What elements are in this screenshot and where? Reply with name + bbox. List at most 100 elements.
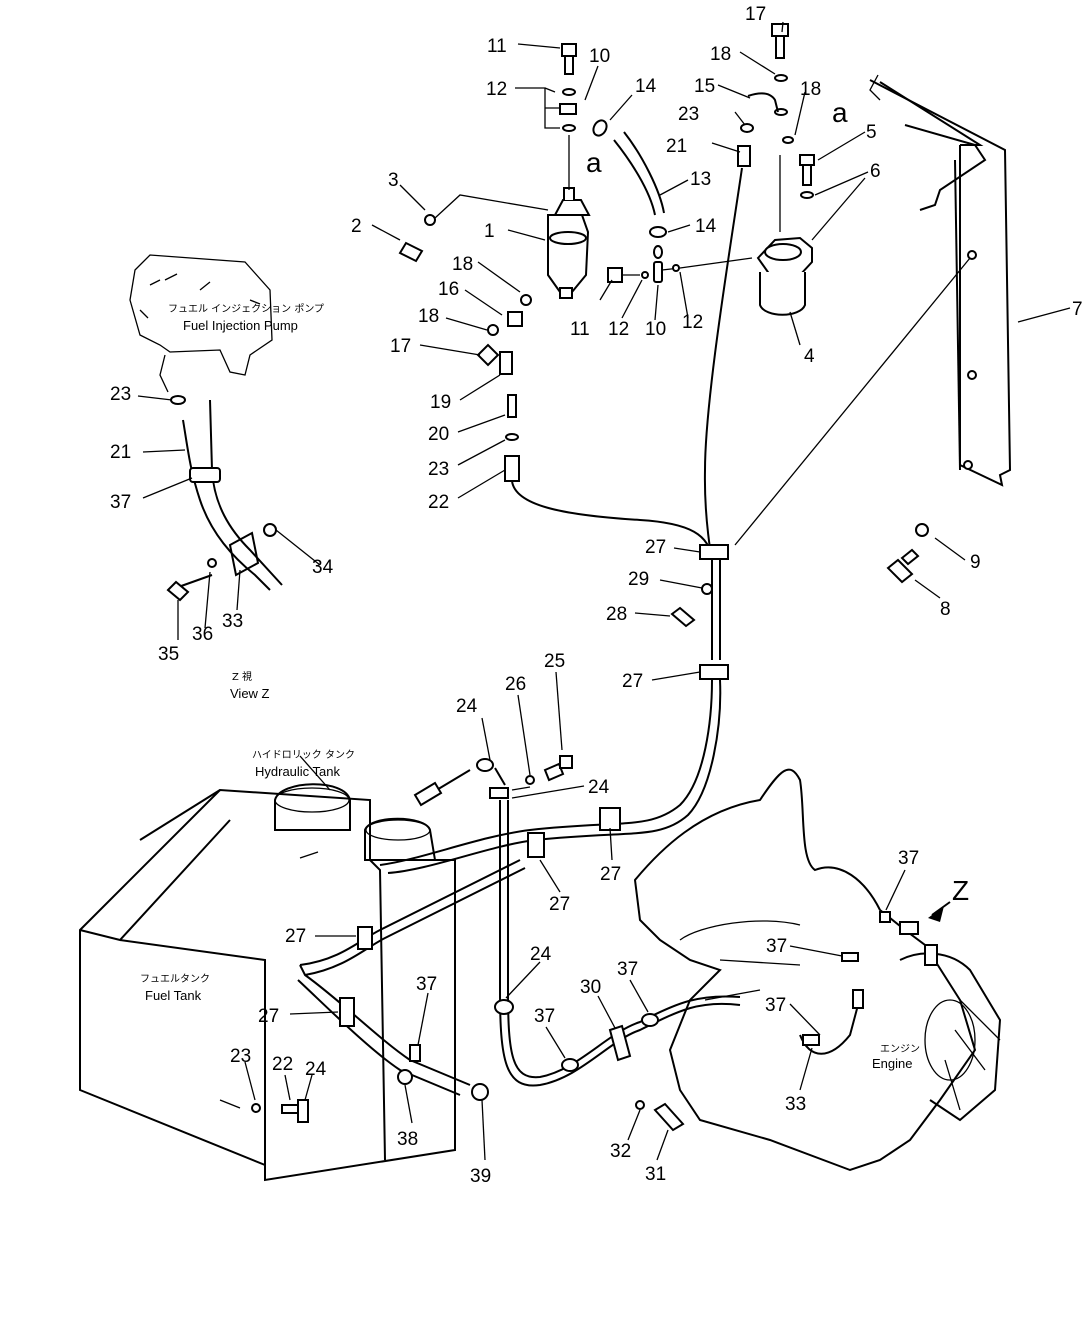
fuel-tank [79,788,456,1182]
part-number-16: 16 [438,279,459,300]
part-number-4: 4 [804,346,815,367]
tank-lines [219,859,526,1123]
part-number-1: 1 [484,221,495,242]
main-fuel-line [379,167,971,874]
part-number-20: 20 [428,424,449,445]
bolt-8-washer-9 [886,523,929,584]
part-number-26: 26 [505,674,526,695]
part-number-23: 23 [230,1046,251,1067]
part-number-14: 14 [635,76,657,97]
part-number-24: 24 [588,777,610,798]
engine-label: Engine [872,1056,912,1071]
fuel-tank-label: Fuel Tank [145,988,202,1003]
part-number-21: 21 [110,442,131,463]
part-number-19: 19 [430,392,451,413]
engine [633,768,1002,1172]
fitting-10-11-12 [607,257,753,283]
part-number-33: 33 [222,611,243,632]
part-number-27: 27 [285,926,306,947]
part-number-31: 31 [645,1164,666,1185]
hydraulic-tank [274,783,437,861]
marker-a: a [832,97,848,128]
part-number-14: 14 [695,216,717,237]
part-number-27: 27 [258,1006,279,1027]
part-number-6: 6 [870,161,881,182]
part-number-37: 37 [416,974,437,995]
part-number-18: 18 [710,44,731,65]
part-number-12: 12 [682,312,703,333]
fuel-tank-label-jp: フュエルタンク [140,973,210,985]
bolts-misc [166,214,685,1132]
part-number-37: 37 [534,1006,555,1027]
fuel-filter-1-bolt-parts [559,43,608,190]
part-number-23: 23 [428,459,449,480]
hydraulic-tank-label-jp: ハイドロリック タンク [252,749,355,761]
part-number-32: 32 [610,1141,631,1162]
part-number-35: 35 [158,644,179,665]
fuel-filter-4 [737,23,813,316]
line-to-filter-1 [434,194,549,219]
part-number-23: 23 [678,104,699,125]
part-number-29: 29 [628,569,649,590]
part-number-23: 23 [110,384,131,405]
part-number-15: 15 [694,76,715,97]
part-number-37: 37 [110,492,131,513]
part-number-27: 27 [622,671,643,692]
bracket-7 [869,74,1012,487]
part-number-12: 12 [486,79,507,100]
part-number-37: 37 [617,959,638,980]
part-number-9: 9 [970,552,981,573]
component-labels: フュエル インジェクション ポンプ Fuel Injection Pump Z … [140,303,920,1071]
part-number-5: 5 [866,122,877,143]
part-number-38: 38 [397,1129,418,1150]
hydraulic-tank-label: Hydraulic Tank [255,764,341,779]
part-number-8: 8 [940,599,951,620]
part-number-27: 27 [549,894,570,915]
part-number-25: 25 [544,651,565,672]
part-number-11: 11 [570,319,590,340]
part-numbers: 11 12 10 14 13 14 1 3 2 18 16 18 17 19 2… [110,4,1083,1187]
part-number-24: 24 [456,696,478,717]
part-number-24: 24 [305,1059,327,1080]
part-number-27: 27 [645,537,666,558]
view-z-fuel-lines [169,395,283,591]
fuel-filter-1 [547,187,591,299]
part-number-17: 17 [390,336,411,357]
part-number-12: 12 [608,319,629,340]
hydraulic-pipe [413,755,741,1087]
part-number-3: 3 [388,170,399,191]
part-number-34: 34 [312,557,334,578]
part-number-39: 39 [470,1166,491,1187]
part-number-28: 28 [606,604,627,625]
engine-label-jp: エンジン [880,1044,920,1055]
part-number-30: 30 [580,977,601,998]
part-number-18: 18 [800,79,821,100]
part-number-22: 22 [272,1054,293,1075]
marker-a: a [586,147,602,178]
part-number-37: 37 [765,995,786,1016]
marker-z: Z [952,875,969,906]
hose-13 [613,131,667,238]
part-number-10: 10 [645,319,666,340]
view-z-label: View Z [230,686,270,701]
part-number-10: 10 [589,46,610,67]
part-number-22: 22 [428,492,449,513]
part-number-33: 33 [785,1094,806,1115]
fuel-injection-pump [129,254,273,393]
part-number-2: 2 [351,216,362,237]
part-number-17: 17 [745,4,766,25]
part-number-27: 27 [600,864,621,885]
part-number-18: 18 [418,306,439,327]
part-number-18: 18 [452,254,473,275]
part-number-13: 13 [690,169,711,190]
leader-lines [137,21,1071,1161]
part-number-37: 37 [766,936,787,957]
injection-pump-label: Fuel Injection Pump [183,318,298,333]
part-number-11: 11 [487,36,507,57]
view-z-arrow-shaft [931,901,951,916]
part-number-36: 36 [192,624,213,645]
view-z-label-jp: Z 視 [232,670,252,683]
part-number-7: 7 [1072,299,1083,320]
